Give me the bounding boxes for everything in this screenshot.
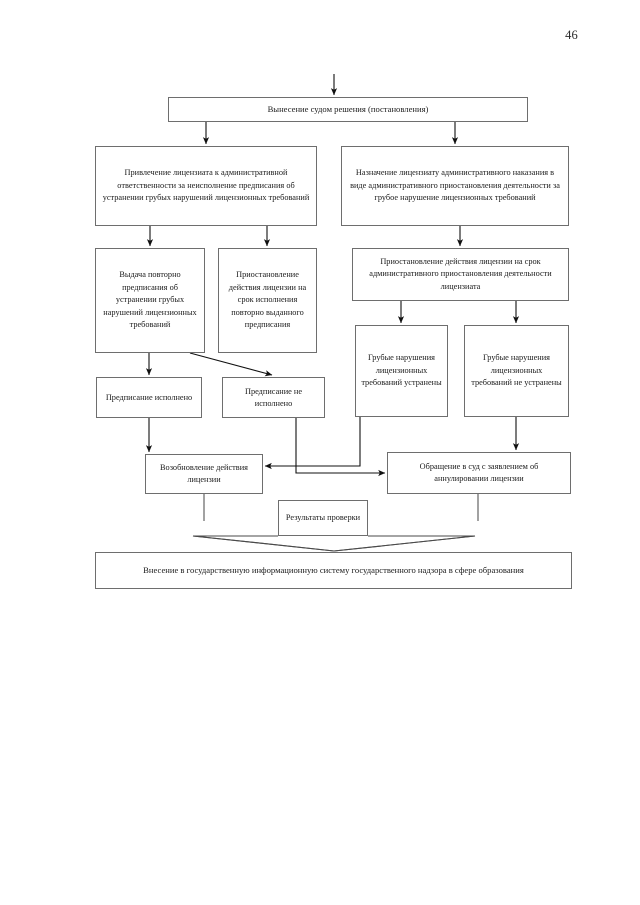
node-reissue-order-label: Выдача повторно предписания об устранени… bbox=[103, 269, 197, 330]
page-number: 46 bbox=[565, 28, 578, 42]
node-suspend-execution[interactable]: Приостановление действия лицензии на сро… bbox=[218, 248, 317, 353]
node-court-annulment[interactable]: Обращение в суд с заявлением об аннулиро… bbox=[387, 452, 571, 494]
node-suspend-administrative-label: Приостановление действия лицензии на сро… bbox=[369, 256, 552, 291]
node-register-entry-label: Внесение в государственную информационну… bbox=[143, 565, 524, 576]
node-order-not-executed[interactable]: Предписание не исполнено bbox=[222, 377, 325, 418]
node-inspection-results-label: Результаты проверки bbox=[285, 513, 361, 523]
node-court-decision-label: Вынесение судом решения (постановления) bbox=[267, 104, 429, 115]
node-admin-penalty[interactable]: Назначение лицензиату административного … bbox=[341, 146, 569, 226]
node-court-annulment-label: Обращение в суд с заявлением об аннулиро… bbox=[419, 462, 539, 483]
node-suspend-administrative[interactable]: Приостановление действия лицензии на сро… bbox=[352, 248, 569, 301]
node-order-executed[interactable]: Предписание исполнено bbox=[96, 377, 202, 418]
node-violations-fixed-label: Грубые нарушения лицензионных требований… bbox=[361, 353, 442, 388]
node-register-entry[interactable]: Внесение в государственную информационну… bbox=[95, 552, 572, 589]
node-order-executed-label: Предписание исполнено bbox=[105, 392, 193, 402]
node-court-decision[interactable]: Вынесение судом решения (постановления) bbox=[168, 97, 528, 122]
node-violations-fixed[interactable]: Грубые нарушения лицензионных требований… bbox=[355, 325, 448, 417]
node-admin-liability-label: Привлечение лицензиата к административно… bbox=[102, 168, 310, 203]
node-admin-liability[interactable]: Привлечение лицензиата к административно… bbox=[95, 146, 317, 226]
node-violations-not-fixed-label: Грубые нарушения лицензионных требований… bbox=[471, 353, 562, 388]
node-inspection-results[interactable]: Результаты проверки bbox=[278, 500, 368, 536]
node-resume-license[interactable]: Возобновление действия лицензии bbox=[145, 454, 263, 494]
node-violations-not-fixed[interactable]: Грубые нарушения лицензионных требований… bbox=[464, 325, 569, 417]
node-suspend-execution-label: Приостановление действия лицензии на сро… bbox=[228, 269, 307, 330]
node-admin-penalty-label: Назначение лицензиату административного … bbox=[350, 168, 560, 203]
node-reissue-order[interactable]: Выдача повторно предписания об устранени… bbox=[95, 248, 205, 353]
node-order-not-executed-label: Предписание не исполнено bbox=[244, 386, 303, 408]
node-resume-license-label: Возобновление действия лицензии bbox=[160, 463, 248, 484]
